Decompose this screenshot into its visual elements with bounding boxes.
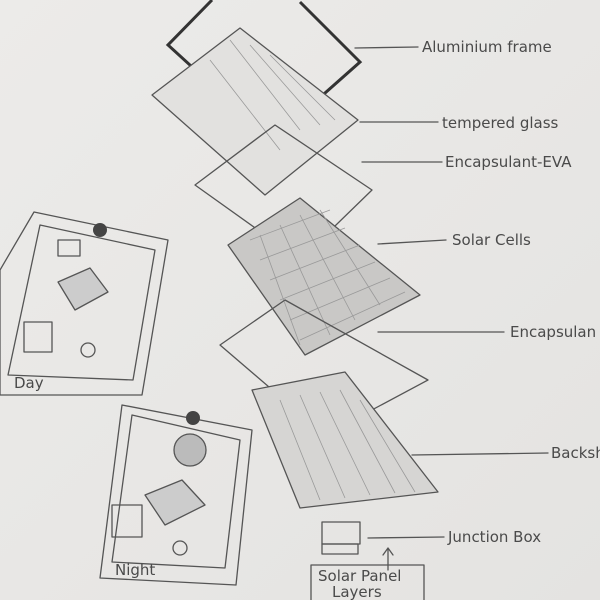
moon-icon [173,433,207,467]
arrow-icon [382,547,394,571]
label-aluminium-frame: Aluminium frame [422,38,552,56]
caption-box [310,564,425,600]
label-backsheet: Backsh [551,444,600,462]
bulb-icon [80,342,96,358]
sun-icon [57,239,81,257]
pin-icon [186,411,200,425]
junction-box-shape [321,521,361,555]
label-encapsulant-eva: Encapsulant-EVA [445,153,572,171]
day-label: Day [14,374,44,392]
tempered-glass-layer [151,27,359,196]
pin-icon [93,223,107,237]
bulb-icon [172,540,188,556]
backsheet-layer [251,371,439,509]
night-label: Night [115,561,155,579]
day-picture [0,211,169,396]
label-solar-cells: Solar Cells [452,231,531,249]
solar-cells-layer [227,197,421,356]
label-tempered-glass: tempered glass [442,114,559,132]
label-encapsulant: Encapsulan [510,323,596,341]
night-picture [99,404,253,586]
caption-line-2: Layers [332,583,382,600]
label-junction-box: Junction Box [447,528,541,546]
caption-line-1: Solar Panel [318,567,401,585]
